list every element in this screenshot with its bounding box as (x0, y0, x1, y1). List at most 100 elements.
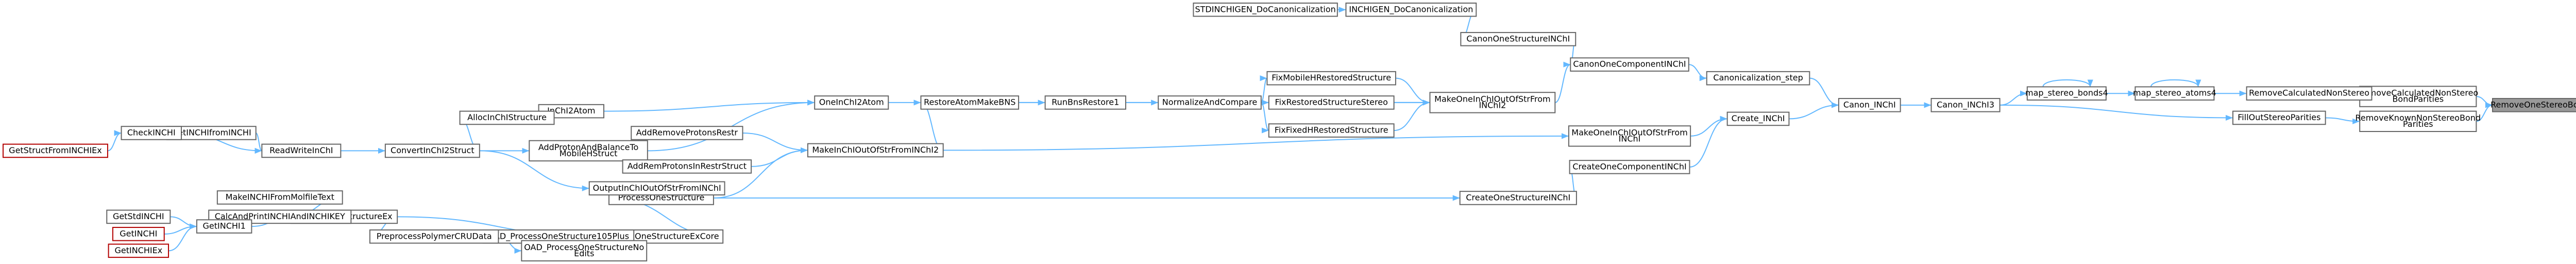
node-box (1044, 95, 1126, 110)
node-label: OutputInChIOutOfStrFromINChI (593, 183, 721, 193)
node-stdinchigen-docanonicalization[interactable]: STDINCHIGEN_DoCanonicalization (1193, 3, 1338, 17)
edge-normalizeandcompare-to-fixfixedhrestoredstructure (1260, 102, 1269, 134)
node-canonicalization-step[interactable]: Canonicalization_step (1706, 71, 1810, 86)
node-box (3, 143, 108, 158)
node-addremprotonsinrestrstruct[interactable]: AddRemProtonsInRestrStruct (622, 159, 752, 174)
node-canon-inchi3[interactable]: Canon_INChI3 (1930, 98, 2001, 112)
node-inchigen-docanonicalization[interactable]: INCHIGEN_DoCanonicalization (1345, 3, 1477, 17)
node-box (521, 240, 648, 261)
node-createonecomponentinchi[interactable]: CreateOneComponentINChI (1569, 160, 1690, 174)
edge-convertinchi2struct-to-outputinchioutofstrfrominchi (479, 150, 589, 191)
node-restoreatommakebns[interactable]: RestoreAtomMakeBNS (920, 95, 1020, 110)
node-label-line: RemoveKnownNonStereoBond (2355, 113, 2481, 123)
node-convertinchi2struct[interactable]: ConvertInChI2Struct (384, 143, 480, 158)
node-box (106, 209, 171, 224)
node-label: CheckINCHI (127, 127, 176, 137)
node-box (1266, 71, 1396, 86)
node-label: ReadWriteInChI (269, 145, 333, 155)
edge-removeknownnonstereobondparities-to-removeonestereobond (2476, 102, 2493, 122)
node-label-line: AddProtonAndBalanceTo (538, 142, 638, 152)
node-addremoveprotonsrestr[interactable]: AddRemoveProtonsRestr (631, 126, 743, 140)
node-label: AllocInChIStructure (467, 112, 547, 122)
node-box (814, 95, 889, 110)
node-box (1706, 71, 1810, 86)
node-label: GetINCHI1 (202, 221, 245, 231)
node-oneinchi2atom[interactable]: OneInChI2Atom (814, 95, 889, 110)
node-box (121, 126, 182, 140)
node-map-stereo-atoms4[interactable]: map_stereo_atoms4 (2133, 86, 2216, 101)
node-removecalculatednonstereo[interactable]: RemoveCalculatedNonStereo (2246, 86, 2372, 101)
node-calcandprintinchiandinchikey[interactable]: CalcAndPrintINCHIAndINCHIKEY (208, 209, 352, 224)
node-allocinchistructure[interactable]: AllocInChIStructure (459, 110, 555, 125)
node-getinchiex[interactable]: GetINCHIEx (108, 243, 170, 258)
node-map-stereo-bonds4[interactable]: map_stereo_bonds4 (2025, 86, 2108, 101)
node-checkinchi[interactable]: CheckINCHI (121, 126, 182, 140)
node-canononecomponentinchi[interactable]: CanonOneComponentINChI (1570, 57, 1689, 72)
node-box (1568, 125, 1691, 147)
node-getinchi1[interactable]: GetINCHI1 (196, 219, 252, 234)
node-runbnsrestore1[interactable]: RunBnsRestore1 (1044, 95, 1126, 110)
node-canon-inchi[interactable]: Canon_INChI (1838, 98, 1901, 112)
node-outputinchioutofstrfrominchi[interactable]: OutputInChIOutOfStrFromINChI (588, 181, 725, 196)
edge-getinchifrominchi-to-readwriteinchi (255, 132, 263, 154)
node-createonestructureinchi[interactable]: CreateOneStructureINChI (1459, 191, 1577, 205)
node-label: GetINCHIEx (114, 245, 162, 255)
node-box (1570, 57, 1689, 72)
edge-fixfixedhrestoredstructure-to-makeoneinchioutofstrfrominchi2 (1394, 100, 1430, 131)
node-label: RemoveCalculatedNonStereo (2249, 88, 2369, 98)
node-create-inchi[interactable]: Create_INChI (1726, 111, 1790, 126)
node-box (1838, 98, 1901, 112)
node-fixrestoredstructurestereo[interactable]: FixRestoredStructureStereo (1268, 95, 1395, 110)
node-box (529, 140, 648, 162)
node-label: AddRemProtonsInRestrStruct (628, 161, 747, 171)
node-label: GetINCHIfromINCHI (172, 127, 251, 137)
node-label: map_stereo_atoms4 (2133, 88, 2216, 98)
node-removeonestereobond[interactable]: RemoveOneStereoBond (2490, 98, 2576, 112)
node-box (112, 227, 165, 241)
edge-processonestructure-to-makeinchioutofstrfrominchi2 (713, 147, 808, 199)
node-label: CalcAndPrintINCHIAndINCHIKEY (215, 211, 345, 221)
node-box (1345, 3, 1477, 17)
edge-map-stereo-bonds4-to-map-stereo-bonds4 (2042, 79, 2093, 87)
node-label: GetStdINCHI (113, 211, 164, 221)
node-preprocesspolymercrudata[interactable]: PreprocessPolymerCRUData (369, 229, 499, 244)
node-box (384, 143, 480, 158)
node-label: ConvertInChI2Struct (391, 145, 474, 155)
node-getstructfrominchiex[interactable]: GetStructFromINCHIEx (3, 143, 108, 158)
node-label: CanonOneComponentINChI (1573, 59, 1686, 69)
node-makeinchioutofstrfrominchi2[interactable]: MakeInChIOutOfStrFromINChI2 (807, 143, 944, 158)
node-label-line: Edits (574, 249, 594, 258)
node-getinchi[interactable]: GetINCHI (112, 227, 165, 241)
edge-fixmobilehrestoredstructure-to-makeoneinchioutofstrfrominchi2 (1395, 77, 1430, 106)
node-fixmobilehrestoredstructure[interactable]: FixMobileHRestoredStructure (1266, 71, 1396, 86)
node-getstdinchi[interactable]: GetStdINCHI (106, 209, 171, 224)
node-box (2246, 86, 2372, 101)
node-label-line: MobileHStruct (560, 148, 618, 158)
node-readwriteinchi[interactable]: ReadWriteInChI (261, 143, 342, 158)
nodes-layer: RemoveOneStereoBond RemoveCalculatedNonSt… (3, 3, 2576, 261)
node-fixfixedhrestoredstructure[interactable]: FixFixedHRestoredStructure (1268, 123, 1395, 138)
node-label-line: MakeOneInChIOutOfStrFrom (1434, 94, 1551, 104)
node-box (1268, 123, 1395, 138)
node-makeinchifrommolfiletext[interactable]: MakeINCHIFromMolfileText (216, 190, 343, 205)
node-normalizeandcompare[interactable]: NormalizeAndCompare (1158, 95, 1262, 110)
node-label: GetINCHI (120, 228, 157, 238)
node-label: OneInChI2Atom (819, 97, 884, 107)
node-label: FillOutStereoParities (2238, 112, 2320, 122)
node-box (622, 159, 752, 174)
node-filloutstereoparities[interactable]: FillOutStereoParities (2232, 110, 2326, 125)
node-canononestructureinchi[interactable]: CanonOneStructureINChI (1460, 32, 1577, 46)
edge-map-stereo-atoms4-to-map-stereo-atoms4 (2150, 79, 2201, 87)
node-label: map_stereo_bonds4 (2025, 88, 2108, 98)
node-box (1460, 32, 1577, 46)
node-box (261, 143, 342, 158)
node-label: RemoveOneStereoBond (2490, 100, 2576, 109)
node-label: CreateOneStructureINChI (1466, 192, 1570, 202)
node-box (2134, 86, 2215, 101)
